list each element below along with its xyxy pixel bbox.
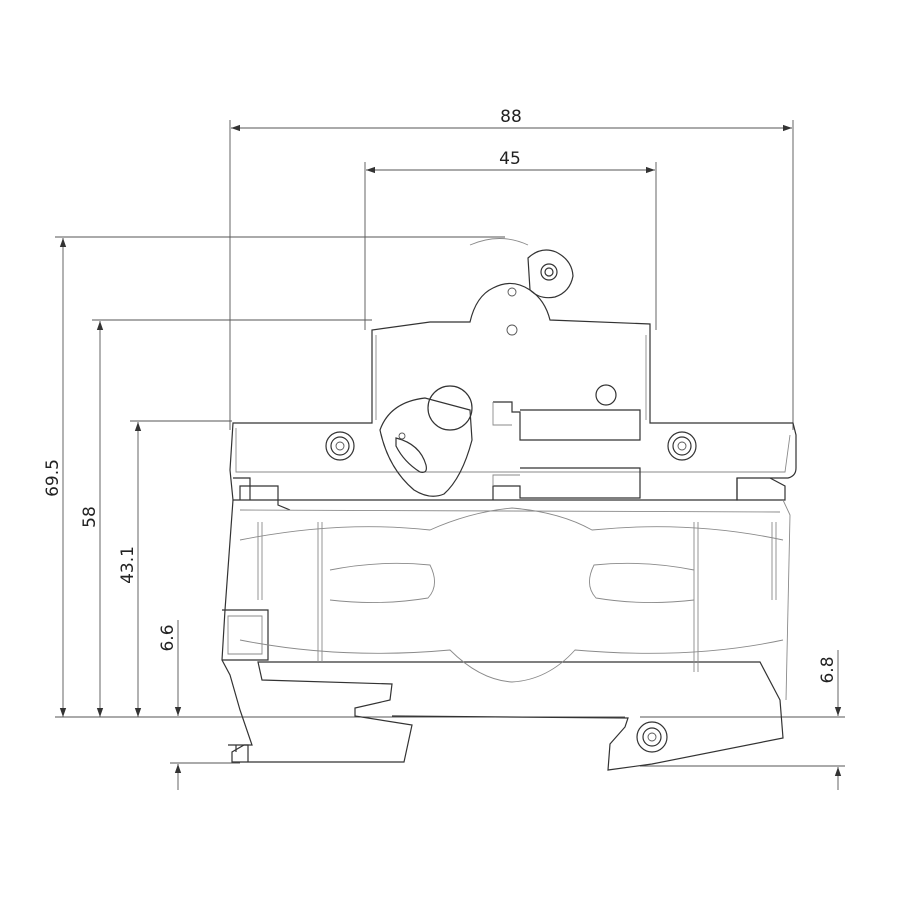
dimension-6-6: 6.6 bbox=[158, 620, 240, 790]
dimension-6-8: 6.8 bbox=[640, 650, 845, 790]
dimension-69-5: 69.5 bbox=[43, 236, 505, 717]
reset-button bbox=[595, 384, 617, 406]
left-clip bbox=[233, 477, 291, 511]
dim-label-88: 88 bbox=[500, 107, 522, 127]
dim-label-43-1: 43.1 bbox=[118, 546, 138, 584]
toggle-lever bbox=[469, 238, 574, 299]
dim-label-58: 58 bbox=[80, 506, 100, 528]
screw-left bbox=[325, 431, 355, 461]
dim-label-45: 45 bbox=[499, 149, 521, 169]
breaker-body bbox=[221, 238, 797, 771]
screw-right bbox=[667, 431, 697, 461]
dimension-58: 58 bbox=[80, 319, 372, 717]
dim-label-6-6: 6.6 bbox=[158, 624, 178, 651]
top-housing-outline bbox=[229, 282, 797, 501]
cam-mechanism bbox=[379, 385, 473, 497]
left-window bbox=[222, 609, 269, 661]
dimension-88: 88 bbox=[229, 107, 794, 430]
ribs bbox=[257, 522, 777, 672]
indicator-hole bbox=[506, 324, 518, 336]
dim-label-69-5: 69.5 bbox=[43, 459, 63, 497]
screw-bottom bbox=[636, 721, 668, 753]
right-clip bbox=[736, 477, 786, 501]
left-foot bbox=[228, 744, 249, 762]
dimension-45: 45 bbox=[364, 149, 657, 330]
dimension-43-1: 43.1 bbox=[118, 420, 232, 717]
lower-body-outline bbox=[221, 499, 784, 771]
terminal-slots bbox=[492, 401, 641, 500]
center-arc bbox=[239, 507, 784, 683]
dim-label-6-8: 6.8 bbox=[818, 656, 838, 683]
